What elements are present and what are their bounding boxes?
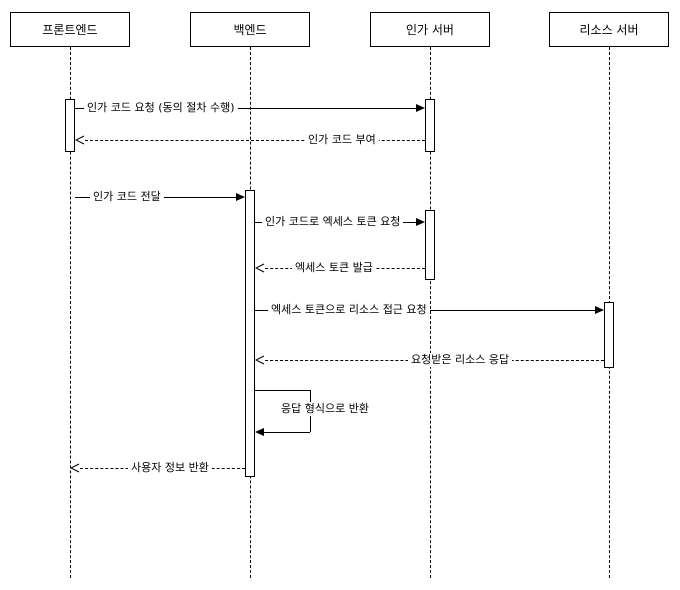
participant-frontend: 프론트엔드 [10,12,130,47]
lifeline-auth-server [430,47,431,578]
self-message-top-line [255,390,310,391]
activation-backend [245,190,255,477]
activation-auth-server-1 [425,99,435,152]
participant-resource-server-label: 리소스 서버 [579,23,639,37]
arrowhead-right-icon [416,104,425,112]
self-message-bottom-line [264,432,310,433]
activation-auth-server-2 [425,210,435,280]
message-4-label: 인가 코드로 엑세스 토큰 요청 [262,215,404,229]
arrowhead-open-left-icon [255,355,265,365]
participant-auth-server: 인가 서버 [370,12,490,47]
arrowhead-open-left-icon [255,263,265,273]
message-7-label: 요청받은 리소스 응답 [408,353,513,367]
message-9-label: 사용자 정보 반환 [128,461,212,475]
arrowhead-right-icon [595,306,604,314]
arrowhead-left-icon [255,428,264,436]
activation-frontend [65,99,75,152]
message-2-line [85,140,425,141]
participant-frontend-label: 프론트엔드 [42,23,98,37]
participant-auth-server-label: 인가 서버 [406,23,454,37]
message-8-label: 응답 형식으로 반환 [278,402,372,416]
message-1-label: 인가 코드 요청 (동의 절차 수행) [84,101,238,115]
activation-resource-server [604,302,614,368]
arrowhead-right-icon [416,218,425,226]
arrowhead-open-left-icon [70,463,80,473]
arrowhead-open-left-icon [75,135,85,145]
arrowhead-right-icon [236,193,245,201]
message-2-label: 인가 코드 부여 [305,133,379,147]
message-6-label: 엑세스 토큰으로 리소스 접근 요청 [268,303,430,317]
lifeline-frontend [70,47,71,578]
participant-backend-label: 백엔드 [233,23,267,37]
participant-backend: 백엔드 [190,12,310,47]
message-3-label: 인가 코드 전달 [90,190,164,204]
message-5-label: 엑세스 토큰 발급 [292,261,376,275]
message-1-line [75,108,416,109]
participant-resource-server: 리소스 서버 [549,12,669,47]
